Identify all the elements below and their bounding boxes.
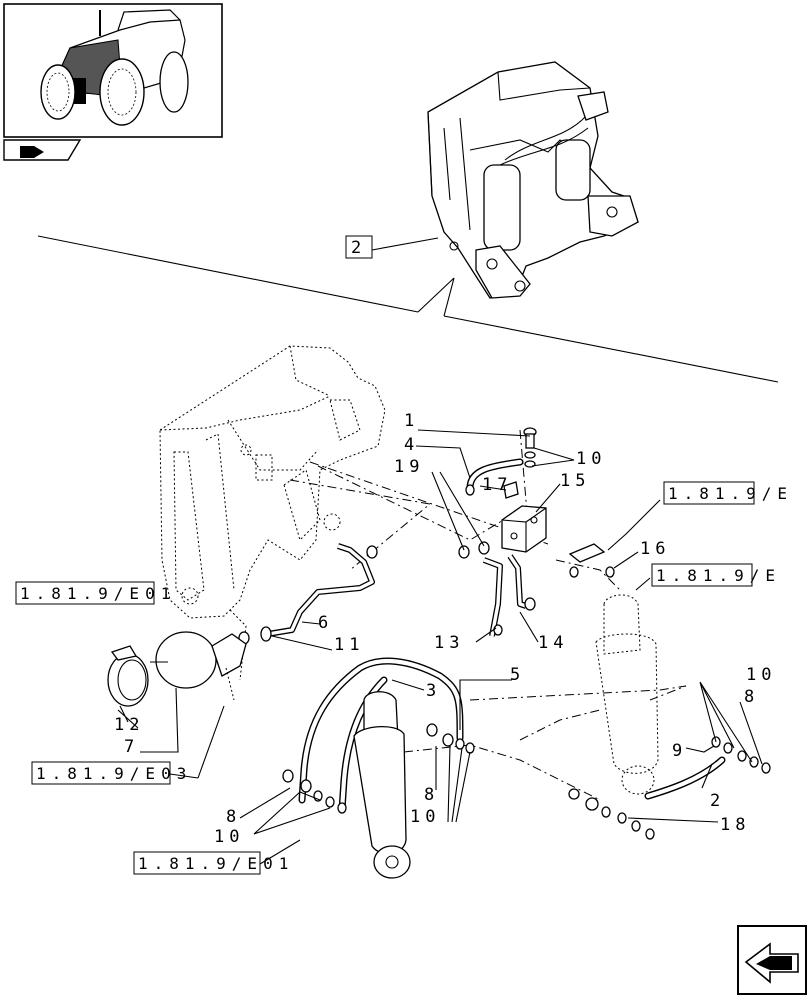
accumulator-part-7[interactable] bbox=[150, 631, 247, 701]
callout-labels: 1 4 10 19 17 15 16 6 11 13 14 5 3 10 8 1… bbox=[114, 411, 776, 847]
callout-8: 8 bbox=[744, 687, 759, 707]
ref-label-1-81-9-e01: 1.81.9/E01 bbox=[20, 584, 176, 603]
callout-14: 14 bbox=[538, 633, 568, 653]
callout-6: 6 bbox=[318, 613, 333, 633]
next-page-arrow-icon[interactable] bbox=[737, 925, 807, 995]
callout-7: 7 bbox=[124, 737, 139, 757]
hose-part-3[interactable] bbox=[338, 676, 388, 814]
ref-box-2[interactable]: 2 bbox=[345, 235, 373, 259]
callout-5: 5 bbox=[510, 665, 525, 685]
callout-2: 2 bbox=[710, 791, 725, 811]
callout-13: 13 bbox=[434, 633, 464, 653]
ref-label-1-81-9-e01: 1.81.9/E01 bbox=[138, 854, 294, 873]
hose-part-4[interactable] bbox=[465, 458, 524, 496]
callout-10: 10 bbox=[576, 449, 606, 469]
callout-15: 15 bbox=[560, 471, 590, 491]
fitting-part-11[interactable] bbox=[238, 626, 272, 645]
dotted-frame-outline bbox=[159, 345, 386, 681]
callout-12: 12 bbox=[114, 715, 144, 735]
leader-lines bbox=[117, 237, 763, 835]
fitting-part-19[interactable] bbox=[458, 541, 490, 559]
callout-8: 8 bbox=[226, 807, 241, 827]
ref-box-1-81-9-e01-bottom[interactable]: 1.81.9/E01 bbox=[133, 851, 294, 875]
callout-10: 10 bbox=[746, 665, 776, 685]
callout-3: 3 bbox=[426, 681, 441, 701]
front-support-overview bbox=[427, 61, 639, 299]
callout-8: 8 bbox=[424, 785, 439, 805]
cylinder-right[interactable] bbox=[595, 594, 659, 795]
callout-10: 10 bbox=[410, 807, 440, 827]
callout-18: 18 bbox=[720, 815, 750, 835]
hose-part-5[interactable] bbox=[298, 657, 464, 804]
ref-box-1-81-9-e01-left[interactable]: 1.81.9/E01 bbox=[15, 581, 176, 605]
ref-label-1-81-9-e: 1.81.9/E bbox=[656, 566, 781, 585]
pipe-part-13[interactable] bbox=[482, 557, 503, 637]
valve-block[interactable] bbox=[501, 505, 547, 553]
catalog-arrow-icon[interactable] bbox=[3, 139, 82, 161]
ref-box-1-81-9-e-right[interactable]: 1.81.9/E bbox=[651, 563, 781, 587]
clamp-part-12[interactable] bbox=[107, 645, 149, 707]
hose-part-2[interactable] bbox=[644, 756, 726, 800]
cylinder-left[interactable] bbox=[353, 691, 411, 879]
separator-lines bbox=[37, 235, 779, 383]
callout-9: 9 bbox=[672, 741, 687, 761]
ref-label-2: 2 bbox=[351, 238, 366, 258]
pipe-part-6[interactable] bbox=[267, 543, 378, 637]
fitting-part-17[interactable] bbox=[503, 481, 519, 499]
callout-19: 19 bbox=[394, 457, 424, 477]
ref-label-1-81-9-e: 1.81.9/E bbox=[668, 484, 793, 503]
ref-box-1-81-9-e-top[interactable]: 1.81.9/E bbox=[663, 481, 793, 505]
callout-17: 17 bbox=[482, 475, 512, 495]
ref-label-1-81-9-e03: 1.81.9/E03 bbox=[36, 764, 192, 783]
callout-1: 1 bbox=[404, 411, 419, 431]
callout-11: 11 bbox=[334, 635, 364, 655]
callout-16: 16 bbox=[640, 539, 670, 559]
tractor-thumbnail-icon[interactable] bbox=[3, 3, 223, 138]
callout-4: 4 bbox=[404, 435, 419, 455]
callout-10: 10 bbox=[214, 827, 244, 847]
ref-box-1-81-9-e03[interactable]: 1.81.9/E03 bbox=[31, 761, 192, 785]
bolts-and-washers[interactable] bbox=[282, 543, 771, 840]
bolt-part-1[interactable] bbox=[523, 427, 537, 468]
pipe-part-14[interactable] bbox=[507, 554, 536, 611]
